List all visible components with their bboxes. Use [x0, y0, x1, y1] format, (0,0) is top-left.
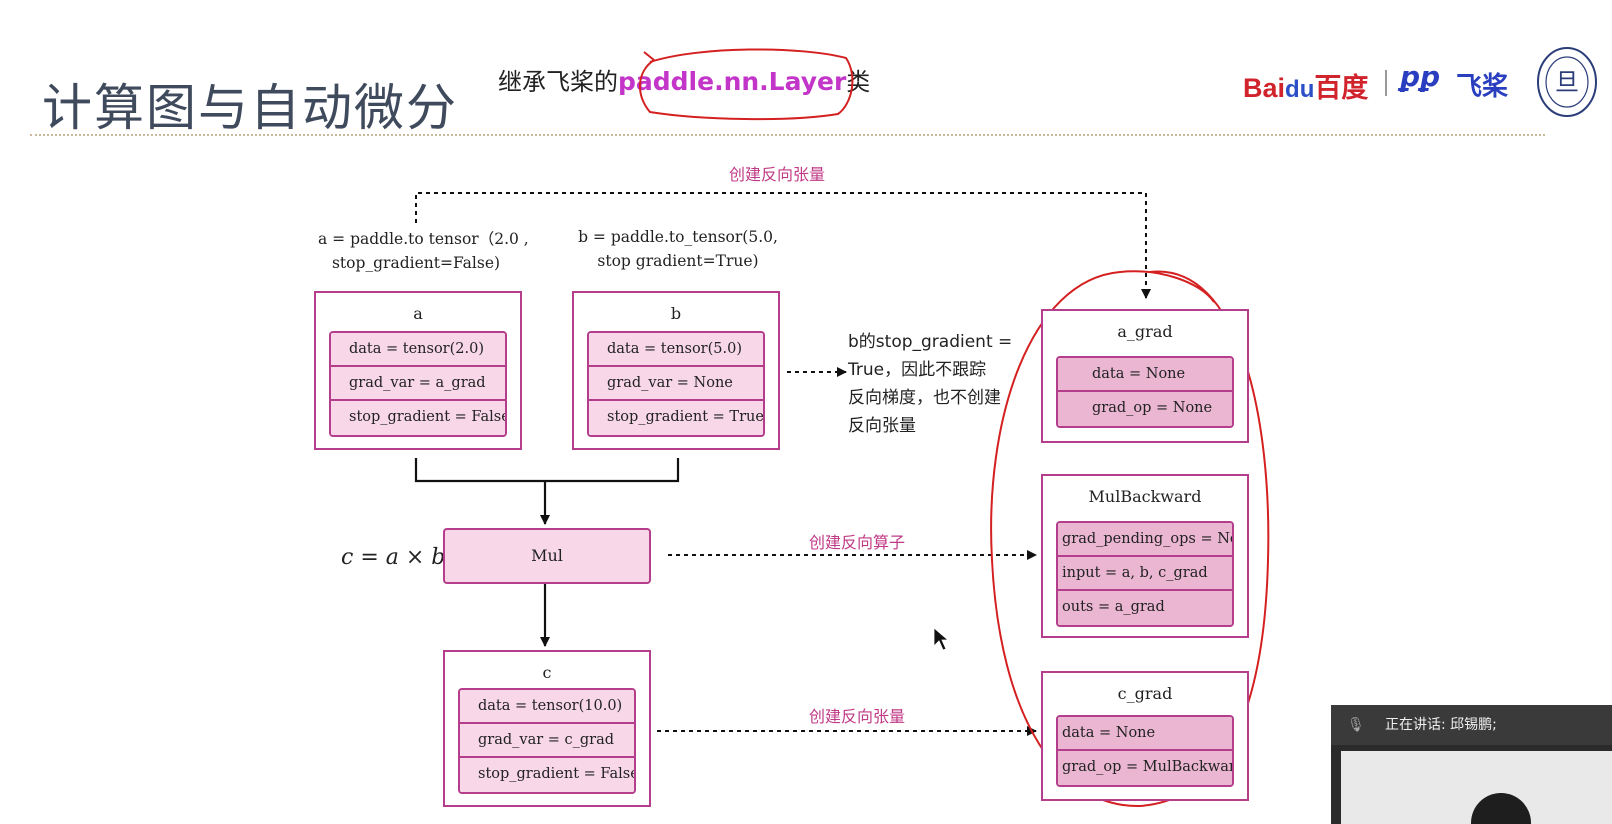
node-c-row: stop_gradient = False	[460, 758, 634, 792]
page-title: 计算图与自动微分	[42, 79, 458, 137]
annotation-subtitle-circle	[638, 48, 854, 121]
b-stop-gradient-note: b的stop_gradient = True，因此不跟踪 反向梯度，也不创建 反…	[848, 332, 1013, 436]
header-divider	[30, 134, 1545, 136]
node-b-fields: data = tensor(5.0) grad_var = None stop_…	[587, 331, 765, 437]
node-b-row: data = tensor(5.0)	[589, 333, 763, 367]
node-b: b data = tensor(5.0) grad_var = None sto…	[572, 291, 780, 450]
subtitle-highlight: paddle.nn.Layer	[618, 67, 847, 96]
speaking-label: 正在讲话: 邱锡鹏;	[1385, 717, 1497, 733]
mul-backward-row: input = a, b, c_grad	[1058, 557, 1232, 591]
node-c-row: grad_var = c_grad	[460, 724, 634, 758]
baidu-logo: Baidu百度	[1243, 66, 1368, 105]
meeting-speaker-panel[interactable]: 🎙 正在讲话: 邱锡鹏;	[1331, 705, 1612, 824]
a-grad-row: data = None	[1058, 358, 1232, 392]
fudan-seal-icon: 旦	[1537, 47, 1597, 117]
baidu-logo-text: Bai	[1243, 73, 1286, 103]
mul-backward-fields: grad_pending_ops = None input = a, b, c_…	[1056, 521, 1234, 627]
merge-connector	[414, 458, 680, 483]
top-dashed-arrow	[415, 192, 1151, 299]
subtitle: 继承飞桨的paddle.nn.Layer类	[498, 62, 870, 97]
node-b-row: stop_gradient = True	[589, 401, 763, 435]
node-a-row: stop_gradient = False	[331, 401, 505, 435]
cursor-icon	[933, 627, 950, 651]
c-grad-row: data = None	[1058, 717, 1232, 751]
node-c-title: c	[542, 663, 552, 682]
node-c-row: data = tensor(10.0)	[460, 690, 634, 724]
speaker-avatar	[1471, 793, 1531, 824]
node-a-row: data = tensor(2.0)	[331, 333, 505, 367]
node-a-fields: data = tensor(2.0) grad_var = a_grad sto…	[329, 331, 507, 437]
mul-arrow-label: 创建反向算子	[809, 533, 906, 552]
paddle-logo-icon: ꝑꝑ	[1400, 60, 1441, 93]
top-arrow-label: 创建反向张量	[729, 165, 826, 184]
a-code-label: a = paddle.to tensor（2.0 , stop_gradient…	[318, 230, 529, 272]
c-grad-title: c_grad	[1117, 684, 1173, 703]
c-grad-row: grad_op = MulBackward	[1058, 751, 1232, 785]
mic-muted-icon[interactable]: 🎙	[1347, 717, 1365, 733]
node-b-row: grad_var = None	[589, 367, 763, 401]
node-c-fields: data = tensor(10.0) grad_var = c_grad st…	[458, 688, 636, 794]
mul-backward-row: grad_pending_ops = None	[1058, 523, 1232, 557]
c-grad-node: c_grad data = None grad_op = MulBackward	[1041, 671, 1249, 801]
mul-backward-node: MulBackward grad_pending_ops = None inpu…	[1041, 474, 1249, 638]
node-a-title: a	[413, 304, 423, 323]
mul-backward-title: MulBackward	[1088, 487, 1202, 506]
a-grad-title: a_grad	[1117, 322, 1173, 341]
baidu-paw-icon: du	[1285, 76, 1315, 103]
svg-text:旦: 旦	[1555, 68, 1579, 96]
node-a-row: grad_var = a_grad	[331, 367, 505, 401]
node-b-title: b	[670, 304, 682, 323]
b-code-label: b = paddle.to_tensor(5.0, stop gradient=…	[578, 228, 778, 270]
a-grad-fields: data = None grad_op = None	[1056, 356, 1234, 428]
paddle-logo-text: 飞桨	[1456, 72, 1509, 102]
equation-label: c = a × b	[341, 545, 446, 570]
subtitle-prefix: 继承飞桨的	[498, 68, 618, 96]
speaker-video[interactable]	[1341, 751, 1612, 824]
baidu-logo-cn: 百度	[1314, 73, 1369, 103]
c-arrow-label: 创建反向张量	[809, 707, 906, 726]
a-grad-node: a_grad data = None grad_op = None	[1041, 309, 1249, 443]
node-a: a data = tensor(2.0) grad_var = a_grad s…	[314, 291, 522, 450]
logo-separator	[1385, 70, 1387, 96]
c-grad-fields: data = None grad_op = MulBackward	[1056, 715, 1234, 787]
a-grad-row: grad_op = None	[1058, 392, 1232, 426]
mul-backward-row: outs = a_grad	[1058, 591, 1232, 625]
node-c: c data = tensor(10.0) grad_var = c_grad …	[443, 650, 651, 807]
mul-node: Mul	[443, 528, 651, 584]
speaker-bar: 🎙 正在讲话: 邱锡鹏;	[1331, 705, 1612, 745]
